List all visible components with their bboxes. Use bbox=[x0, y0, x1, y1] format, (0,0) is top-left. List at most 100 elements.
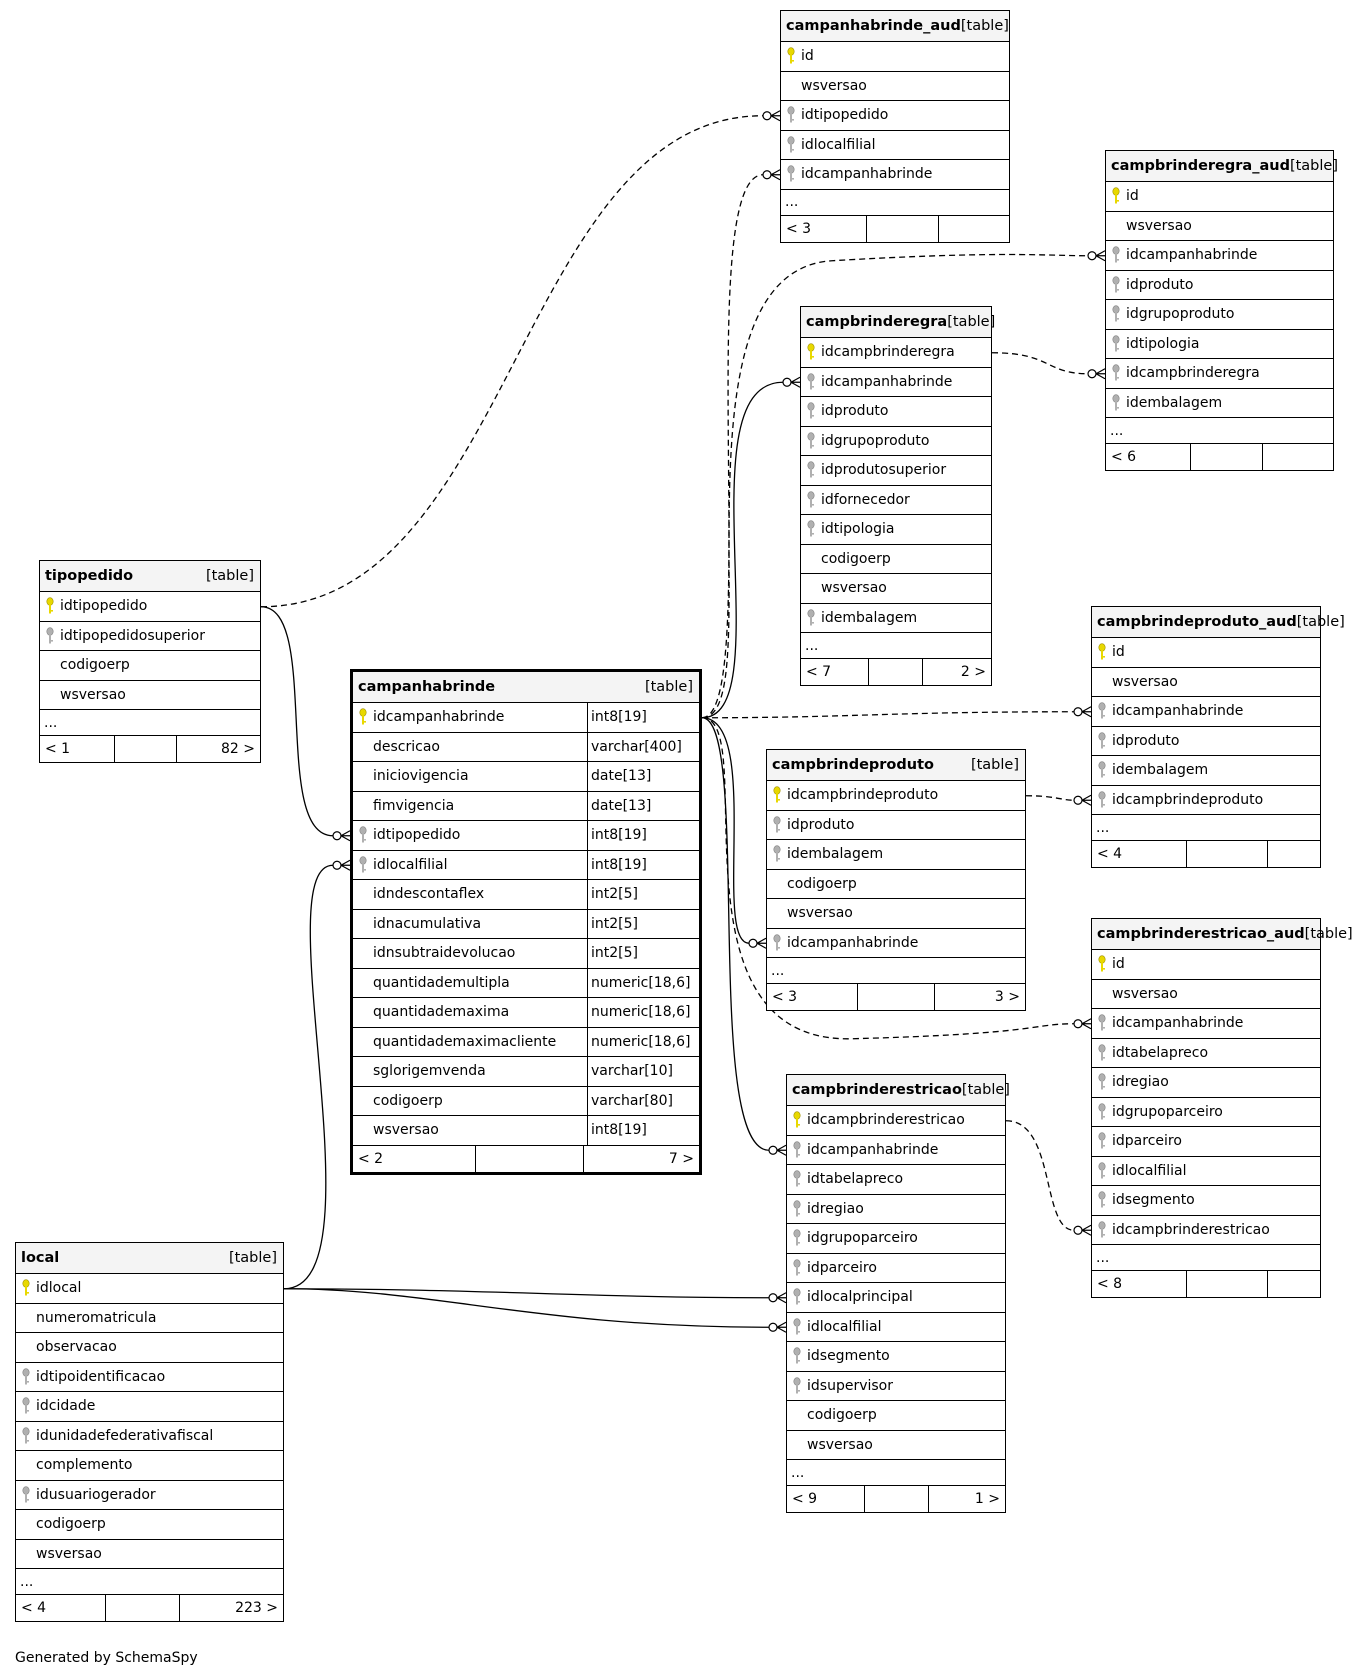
column-row[interactable]: idlocalfilial bbox=[781, 131, 1009, 160]
column-row[interactable]: idcampanhabrinde bbox=[801, 368, 991, 397]
table-name[interactable]: campbrinderegra bbox=[806, 314, 948, 330]
footer-parent-count[interactable]: < 8 bbox=[1097, 1276, 1123, 1292]
table-name[interactable]: campbrinderestricao_aud bbox=[1097, 926, 1305, 942]
column-row[interactable]: idtipopedidosuperior bbox=[40, 622, 260, 651]
table-name[interactable]: campbrindeproduto_aud bbox=[1097, 614, 1297, 630]
footer-column-count[interactable] bbox=[857, 984, 933, 1010]
table-name[interactable]: campbrinderestricao bbox=[792, 1082, 962, 1098]
column-row[interactable]: codigoerp bbox=[16, 1510, 283, 1540]
more-columns-indicator[interactable]: ... bbox=[767, 958, 1025, 984]
footer-column-count[interactable] bbox=[864, 1486, 927, 1512]
column-row[interactable]: codigoerp bbox=[767, 870, 1025, 899]
footer-column-count[interactable] bbox=[1190, 444, 1261, 470]
column-row[interactable]: idsegmento bbox=[1092, 1186, 1320, 1216]
column-row[interactable]: idcampanhabrinde bbox=[1092, 1009, 1320, 1039]
table-name[interactable]: campanhabrinde_aud bbox=[786, 18, 961, 34]
footer-parent-count[interactable]: < 9 bbox=[792, 1491, 818, 1507]
table-name[interactable]: campbrindeproduto bbox=[772, 757, 934, 773]
column-row[interactable]: idgrupoparceiro bbox=[1092, 1098, 1320, 1127]
table-header[interactable]: campbrinderestricao_aud[table] bbox=[1092, 919, 1353, 950]
footer-column-count[interactable] bbox=[114, 736, 175, 762]
more-columns-indicator[interactable]: ... bbox=[781, 190, 1009, 216]
footer-parent-count[interactable]: < 7 bbox=[806, 664, 832, 680]
footer-parent-count[interactable]: < 3 bbox=[786, 220, 812, 237]
table-header[interactable]: campanhabrinde[table] bbox=[353, 672, 699, 703]
table-header[interactable]: campbrinderegra[table] bbox=[801, 307, 995, 338]
column-row[interactable]: idcampbrinderestricao bbox=[787, 1106, 1005, 1136]
column-row[interactable]: idfornecedor bbox=[801, 486, 991, 515]
footer-column-count[interactable] bbox=[1186, 1271, 1267, 1297]
column-row[interactable]: wsversao bbox=[781, 72, 1009, 101]
column-row[interactable]: complemento bbox=[16, 1451, 283, 1481]
column-row[interactable]: idcidade bbox=[16, 1392, 283, 1422]
footer-child-count[interactable] bbox=[1261, 444, 1333, 470]
column-row[interactable]: codigoerp bbox=[40, 651, 260, 681]
more-columns-indicator[interactable]: ... bbox=[40, 710, 260, 736]
table-campbrindeproduto[interactable]: campbrindeproduto[table]idcampbrindeprod… bbox=[766, 749, 1026, 1011]
table-name[interactable]: campbrinderegra_aud bbox=[1111, 158, 1290, 174]
column-row[interactable]: idtipologia bbox=[801, 515, 991, 545]
footer-column-count[interactable] bbox=[866, 215, 937, 242]
column-row[interactable]: idcampbrindeproduto bbox=[767, 781, 1025, 811]
footer-column-count[interactable] bbox=[475, 1145, 583, 1172]
footer-child-count[interactable]: 7 > bbox=[583, 1145, 699, 1172]
column-row[interactable]: wsversao bbox=[801, 574, 991, 604]
footer-child-count[interactable]: 3 > bbox=[933, 984, 1025, 1010]
column-row[interactable]: idcampbrindeproduto bbox=[1092, 786, 1320, 815]
column-row[interactable]: codigoerp bbox=[801, 545, 991, 574]
column-row[interactable]: idcampanhabrinde bbox=[767, 929, 1025, 958]
table-name[interactable]: campanhabrinde bbox=[358, 679, 496, 695]
footer-column-count[interactable] bbox=[105, 1595, 178, 1621]
column-row[interactable]: idunidadefederativafiscal bbox=[16, 1422, 283, 1451]
column-row[interactable]: idcampanhabrinde bbox=[1092, 697, 1320, 727]
column-row[interactable]: idsupervisor bbox=[787, 1372, 1005, 1401]
footer-column-count[interactable] bbox=[868, 659, 921, 685]
column-row[interactable]: idsegmento bbox=[787, 1342, 1005, 1372]
column-row[interactable]: idlocalprincipal bbox=[787, 1283, 1005, 1313]
table-header[interactable]: campbrindeproduto_aud[table] bbox=[1092, 607, 1345, 638]
footer-parent-count[interactable]: < 4 bbox=[21, 1600, 47, 1616]
column-row[interactable]: id bbox=[781, 42, 1009, 72]
column-row[interactable]: idcampanhabrinde bbox=[787, 1136, 1005, 1165]
footer-parent-count[interactable]: < 6 bbox=[1111, 449, 1137, 465]
column-row[interactable]: idembalagem bbox=[767, 840, 1025, 870]
column-row[interactable]: idembalagem bbox=[1092, 756, 1320, 786]
more-columns-indicator[interactable]: ... bbox=[16, 1569, 283, 1595]
footer-child-count[interactable] bbox=[937, 215, 1009, 242]
column-row[interactable]: observacao bbox=[16, 1333, 283, 1363]
column-row[interactable]: idprodutosuperior bbox=[801, 456, 991, 486]
column-row[interactable]: wsversao bbox=[767, 899, 1025, 929]
column-row[interactable]: idproduto bbox=[1092, 727, 1320, 756]
table-campbrinderestricao[interactable]: campbrinderestricao[table]idcampbrindere… bbox=[786, 1074, 1010, 1513]
column-row[interactable]: wsversao bbox=[1106, 212, 1333, 241]
column-row[interactable]: idtipopedido bbox=[40, 592, 260, 622]
column-row[interactable]: idlocalfilial bbox=[1092, 1157, 1320, 1186]
column-row[interactable]: idtipologia bbox=[1106, 330, 1333, 359]
column-row[interactable]: idembalagem bbox=[801, 604, 991, 633]
column-row[interactable]: id bbox=[1092, 950, 1320, 980]
footer-column-count[interactable] bbox=[1186, 841, 1267, 867]
footer-child-count[interactable]: 2 > bbox=[921, 659, 991, 685]
footer-child-count[interactable]: 1 > bbox=[927, 1486, 1005, 1512]
column-row[interactable]: idtipoidentificacao bbox=[16, 1363, 283, 1392]
column-row[interactable]: idparceiro bbox=[1092, 1127, 1320, 1157]
table-header[interactable]: campbrinderegra_aud[table] bbox=[1106, 151, 1338, 182]
column-row[interactable]: idproduto bbox=[1106, 271, 1333, 300]
more-columns-indicator[interactable]: ... bbox=[1092, 1245, 1320, 1271]
